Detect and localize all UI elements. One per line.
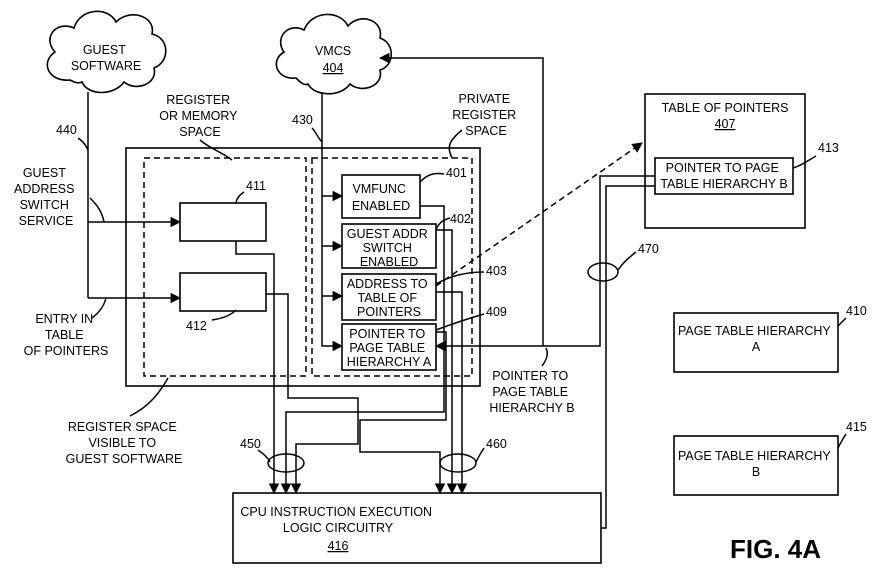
vmfunc-enabled-box — [341, 174, 421, 219]
ref-402: 402 — [450, 212, 471, 226]
ref-409-leader — [435, 313, 485, 331]
register-memory-space-leader — [199, 139, 233, 161]
register-space-visible-label: REGISTER SPACE VISIBLE TO GUEST SOFTWARE — [66, 420, 183, 466]
guest-addr-switch-enabled-label: GUEST ADDR SWITCH ENABLED — [347, 227, 432, 269]
ref-413: 413 — [818, 141, 839, 155]
vmcs-ref: 404 — [323, 61, 344, 75]
cpu-label: CPU INSTRUCTION EXECUTION LOGIC CIRCUITR… — [240, 505, 435, 535]
ref-410-leader — [837, 317, 847, 327]
bus-460-ellipse — [439, 453, 477, 473]
guest-software-label: GUEST SOFTWARE — [71, 43, 141, 73]
page-table-hierarchy-b-box — [673, 435, 839, 496]
table-of-pointers-label: TABLE OF POINTERS — [662, 101, 789, 115]
guest-address-switch-service-label: GUEST ADDRESS SWITCH SERVICE — [14, 166, 78, 228]
reg412-to-cpu-arrow — [266, 293, 359, 495]
page-table-hierarchy-a-label: PAGE TABLE HIERARCHY A — [678, 324, 834, 354]
ref-415: 415 — [846, 420, 867, 434]
vmcs-label: VMCS — [315, 44, 351, 58]
ref-401: 401 — [446, 166, 467, 180]
bus-470-ellipse — [587, 262, 619, 282]
vmfunc-enabled-label: VMFUNC ENABLED — [352, 182, 410, 213]
ref-430-leader — [311, 127, 323, 143]
ref-403: 403 — [486, 264, 507, 278]
entry-in-table-leader — [91, 297, 107, 319]
cpu-ref: 416 — [328, 539, 349, 553]
ref-412-leader — [211, 309, 237, 321]
pointer-to-pth-b-box — [654, 157, 794, 195]
ref-403-leader — [435, 271, 485, 285]
visible-register-space-region — [143, 157, 307, 377]
ref-440-leader — [77, 137, 89, 151]
ref-450: 450 — [240, 437, 261, 451]
pointer-to-pth-a-label: POINTER TO PAGE TABLE HIERARCHY A — [347, 327, 432, 369]
ref-470-leader — [617, 251, 637, 271]
ref-470: 470 — [638, 242, 659, 256]
guest-addr-to-cpu-arrow — [436, 229, 458, 495]
table-of-pointers-ref: 407 — [715, 117, 736, 131]
address-to-table-label: ADDRESS TO TABLE OF POINTERS — [347, 277, 431, 319]
ref-409: 409 — [486, 305, 507, 319]
pointer-b-annotation-leader — [541, 347, 548, 367]
ref-430: 430 — [292, 113, 313, 127]
reg411-to-cpu-arrow — [235, 241, 280, 495]
bus-450-ellipse — [267, 453, 305, 473]
table-to-cpu-line — [601, 185, 655, 529]
pointer-to-pth-b-label: POINTER TO PAGE TABLE HIERARCHY B — [660, 161, 787, 191]
entry-in-table-label: ENTRY IN TABLE OF POINTERS — [24, 312, 109, 358]
ref-415-leader — [837, 433, 847, 449]
register-memory-space-label: REGISTER OR MEMORY SPACE — [159, 93, 241, 139]
ref-440: 440 — [56, 123, 77, 137]
return-to-vmcs-arrow — [378, 52, 544, 346]
vmcs-cloud: VMCS 404 — [275, 13, 393, 95]
guest-software-cloud: GUEST SOFTWARE — [46, 10, 167, 94]
ref-402-leader — [435, 217, 451, 231]
page-table-hierarchy-a-box — [673, 312, 839, 373]
private-register-space-region — [311, 157, 473, 377]
register-space-visible-leader — [129, 377, 169, 417]
ref-450-leader — [257, 449, 271, 463]
ref-460-leader — [475, 447, 485, 463]
ref-401-leader — [419, 172, 445, 183]
cpu-box — [232, 492, 602, 564]
register-memory-space-box — [125, 147, 481, 387]
guest-addr-switch-enabled-box — [341, 223, 437, 269]
ref-410: 410 — [846, 304, 867, 318]
register-411-box — [179, 202, 267, 242]
register-412-box — [179, 272, 267, 312]
ref-460: 460 — [486, 437, 507, 451]
vmfunc-to-cpu-arrow — [280, 205, 445, 495]
ref-411-leader — [235, 191, 245, 205]
ref-411: 411 — [246, 179, 266, 193]
ref-413-leader — [792, 155, 817, 169]
vmcs-to-pth-a-arrow — [321, 92, 344, 352]
pth-a-to-cpu-arrow — [359, 331, 447, 495]
private-register-space-leader — [448, 129, 463, 159]
switch-service-leader — [89, 197, 105, 223]
ref-412: 412 — [186, 319, 207, 333]
private-register-space-label: PRIVATE REGISTER SPACE — [452, 92, 519, 138]
page-table-hierarchy-b-label: PAGE TABLE HIERARCHY B — [678, 449, 834, 479]
pointer-b-to-pth-a-arrow — [434, 175, 655, 352]
pointer-to-pth-b-annotation: POINTER TO PAGE TABLE HIERARCHY B — [489, 369, 574, 415]
figure-label: FIG. 4A — [730, 534, 821, 564]
address-to-table-dashed-arrow — [435, 142, 643, 287]
